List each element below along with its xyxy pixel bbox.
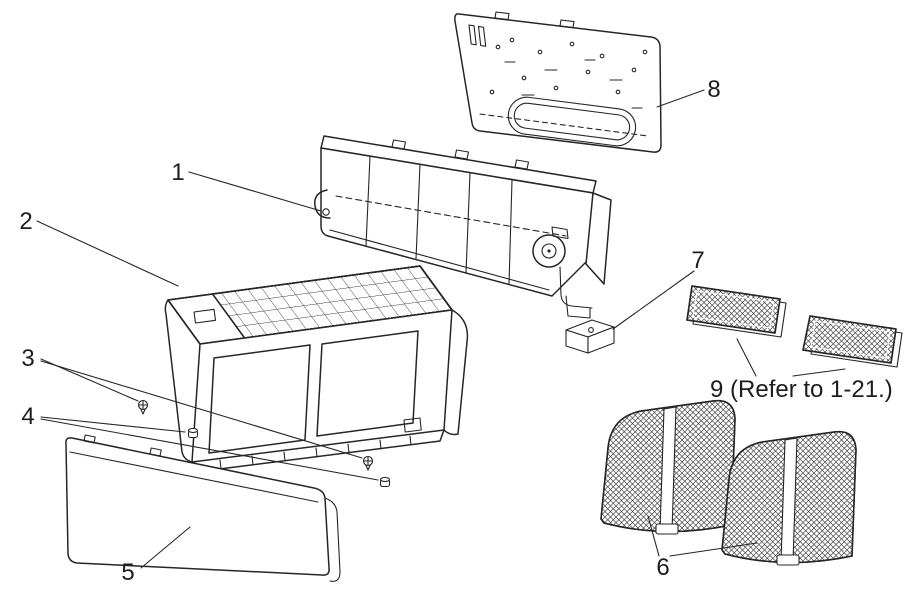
callout-8: 8 [707, 76, 720, 103]
callout-1: 1 [171, 159, 184, 186]
callout-6: 6 [656, 554, 669, 581]
callout-4: 4 [21, 403, 34, 430]
screw-b [362, 455, 374, 471]
part-mini-filter-left [686, 285, 787, 338]
part-chassis-assembly [314, 135, 612, 319]
part-front-panel [65, 434, 341, 582]
part-front-grille [164, 265, 469, 473]
grille-opening-right [316, 330, 419, 437]
cap-a [187, 427, 199, 439]
callout-7: 7 [691, 247, 704, 274]
leader-4b [40, 418, 379, 481]
leader-5 [140, 526, 191, 569]
callout-2: 2 [19, 208, 32, 235]
display-box [403, 417, 422, 433]
callout-9: 9 (Refer to 1-21.) [710, 376, 893, 403]
part-installation-plate [454, 11, 662, 153]
grille-opening-left [208, 344, 311, 454]
part-mini-filter-right [802, 315, 903, 368]
leader-9a [736, 338, 757, 377]
callout-3: 3 [21, 345, 34, 372]
leader-8 [656, 89, 705, 108]
leader-4a [40, 416, 186, 433]
leader-lines [36, 89, 846, 569]
fan-motor [532, 234, 566, 268]
cap-b [379, 476, 391, 488]
chassis-left-hook [314, 189, 331, 219]
screw-a [137, 399, 149, 415]
plate-holes [489, 37, 648, 109]
callout-5: 5 [121, 559, 134, 586]
leader-1 [188, 171, 322, 212]
leader-9b [792, 368, 846, 377]
callout-labels: 1 2 3 4 5 6 7 8 9 (Refer to 1-21.) [19, 76, 892, 586]
leader-6b [669, 542, 758, 557]
leader-2 [36, 220, 179, 287]
part-air-filter-right [721, 430, 857, 566]
leader-3b [40, 360, 363, 459]
part-air-filter-left [600, 399, 736, 535]
leader-7 [612, 270, 695, 330]
drain-elbow [559, 266, 593, 309]
part-bracket [565, 319, 615, 354]
leader-6a [647, 515, 660, 557]
